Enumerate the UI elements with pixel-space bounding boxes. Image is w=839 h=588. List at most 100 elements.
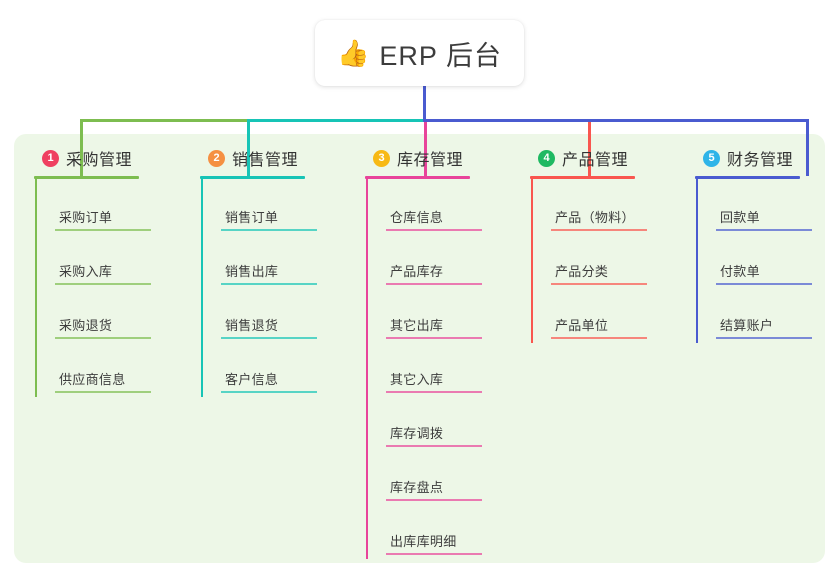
leaf-item[interactable]: 客户信息 xyxy=(221,369,317,393)
branch-title: 库存管理 xyxy=(397,152,464,169)
leaf-item[interactable]: 采购订单 xyxy=(55,207,151,231)
branch-title: 产品管理 xyxy=(562,152,629,169)
bus-segment-5 xyxy=(423,119,806,122)
branch-header-4[interactable]: 4 产品管理 xyxy=(538,146,628,170)
branch-number-badge: 3 xyxy=(373,149,390,167)
leaf-label: 采购退货 xyxy=(59,318,113,333)
leaf-label: 产品单位 xyxy=(555,318,609,333)
branch-header-1[interactable]: 1 采购管理 xyxy=(42,146,132,170)
branch-header-rule xyxy=(34,176,139,179)
leaf-underline xyxy=(386,445,482,447)
branch-header-rule xyxy=(365,176,470,179)
leaf-item[interactable]: 销售订单 xyxy=(221,207,317,231)
branch-header-rule xyxy=(530,176,635,179)
root-node[interactable]: 👍 ERP 后台 xyxy=(315,20,524,86)
leaf-label: 结算账户 xyxy=(720,318,774,333)
branch-drop-5 xyxy=(806,119,809,176)
leaf-item[interactable]: 结算账户 xyxy=(716,315,812,339)
leaf-label: 产品库存 xyxy=(390,264,444,279)
branch-title: 采购管理 xyxy=(66,152,133,169)
leaf-underline xyxy=(386,553,482,555)
leaf-label: 库存调拨 xyxy=(390,426,444,441)
leaf-item[interactable]: 回款单 xyxy=(716,207,812,231)
branch-spine xyxy=(366,177,368,559)
branch-number-badge: 4 xyxy=(538,149,555,167)
leaf-label: 回款单 xyxy=(720,210,760,225)
leaf-underline xyxy=(55,337,151,339)
root-stem-connector xyxy=(423,86,426,122)
leaf-underline xyxy=(551,229,647,231)
leaf-underline xyxy=(716,337,812,339)
branch-spine xyxy=(531,177,533,343)
branch-spine xyxy=(201,177,203,397)
leaf-item[interactable]: 库存调拨 xyxy=(386,423,482,447)
branch-header-5[interactable]: 5 财务管理 xyxy=(703,146,793,170)
branch-header-rule xyxy=(200,176,305,179)
branch-number-badge: 1 xyxy=(42,149,59,167)
leaf-item[interactable]: 仓库信息 xyxy=(386,207,482,231)
leaf-underline xyxy=(55,391,151,393)
bus-segment-1 xyxy=(80,119,247,122)
branch-title: 销售管理 xyxy=(232,152,299,169)
branch-number-badge: 2 xyxy=(208,149,225,167)
branch-title: 财务管理 xyxy=(727,152,794,169)
branch-drop-4 xyxy=(588,119,591,176)
leaf-label: 产品分类 xyxy=(555,264,609,279)
bus-segment-2 xyxy=(247,119,423,122)
leaf-label: 产品（物料） xyxy=(555,210,635,225)
leaf-item[interactable]: 产品单位 xyxy=(551,315,647,339)
leaf-underline xyxy=(386,229,482,231)
branch-spine xyxy=(35,177,37,397)
leaf-label: 销售订单 xyxy=(225,210,279,225)
leaf-underline xyxy=(221,391,317,393)
leaf-label: 采购订单 xyxy=(59,210,113,225)
leaf-underline xyxy=(551,337,647,339)
leaf-underline xyxy=(386,283,482,285)
leaf-underline xyxy=(55,283,151,285)
branch-header-3[interactable]: 3 库存管理 xyxy=(373,146,463,170)
leaf-item[interactable]: 产品库存 xyxy=(386,261,482,285)
leaf-label: 销售退货 xyxy=(225,318,279,333)
leaf-label: 付款单 xyxy=(720,264,760,279)
branch-header-2[interactable]: 2 销售管理 xyxy=(208,146,298,170)
leaf-item[interactable]: 销售退货 xyxy=(221,315,317,339)
branch-drop-1 xyxy=(80,119,83,176)
leaf-underline xyxy=(386,337,482,339)
leaf-item[interactable]: 供应商信息 xyxy=(55,369,151,393)
leaf-label: 供应商信息 xyxy=(59,372,126,387)
leaf-item[interactable]: 销售出库 xyxy=(221,261,317,285)
leaf-underline xyxy=(716,229,812,231)
leaf-item[interactable]: 采购退货 xyxy=(55,315,151,339)
leaf-item[interactable]: 库存盘点 xyxy=(386,477,482,501)
leaf-underline xyxy=(55,229,151,231)
leaf-underline xyxy=(551,283,647,285)
leaf-item[interactable]: 产品（物料） xyxy=(551,207,647,231)
leaf-underline xyxy=(386,391,482,393)
branch-header-rule xyxy=(695,176,800,179)
leaf-underline xyxy=(221,229,317,231)
leaf-underline xyxy=(386,499,482,501)
branch-number-badge: 5 xyxy=(703,149,720,167)
leaf-item[interactable]: 采购入库 xyxy=(55,261,151,285)
leaf-underline xyxy=(716,283,812,285)
leaf-item[interactable]: 其它入库 xyxy=(386,369,482,393)
leaf-label: 库存盘点 xyxy=(390,480,444,495)
leaf-item[interactable]: 产品分类 xyxy=(551,261,647,285)
leaf-item[interactable]: 付款单 xyxy=(716,261,812,285)
leaf-label: 客户信息 xyxy=(225,372,279,387)
branch-spine xyxy=(696,177,698,343)
leaf-label: 其它入库 xyxy=(390,372,444,387)
branches-panel xyxy=(14,134,825,563)
leaf-label: 出库库明细 xyxy=(390,534,457,549)
leaf-label: 销售出库 xyxy=(225,264,279,279)
branch-drop-3 xyxy=(424,119,427,176)
leaf-item[interactable]: 其它出库 xyxy=(386,315,482,339)
leaf-item[interactable]: 出库库明细 xyxy=(386,531,482,555)
leaf-label: 采购入库 xyxy=(59,264,113,279)
root-title: ERP 后台 xyxy=(379,40,502,71)
leaf-label: 其它出库 xyxy=(390,318,444,333)
leaf-underline xyxy=(221,337,317,339)
leaf-underline xyxy=(221,283,317,285)
leaf-label: 仓库信息 xyxy=(390,210,444,225)
